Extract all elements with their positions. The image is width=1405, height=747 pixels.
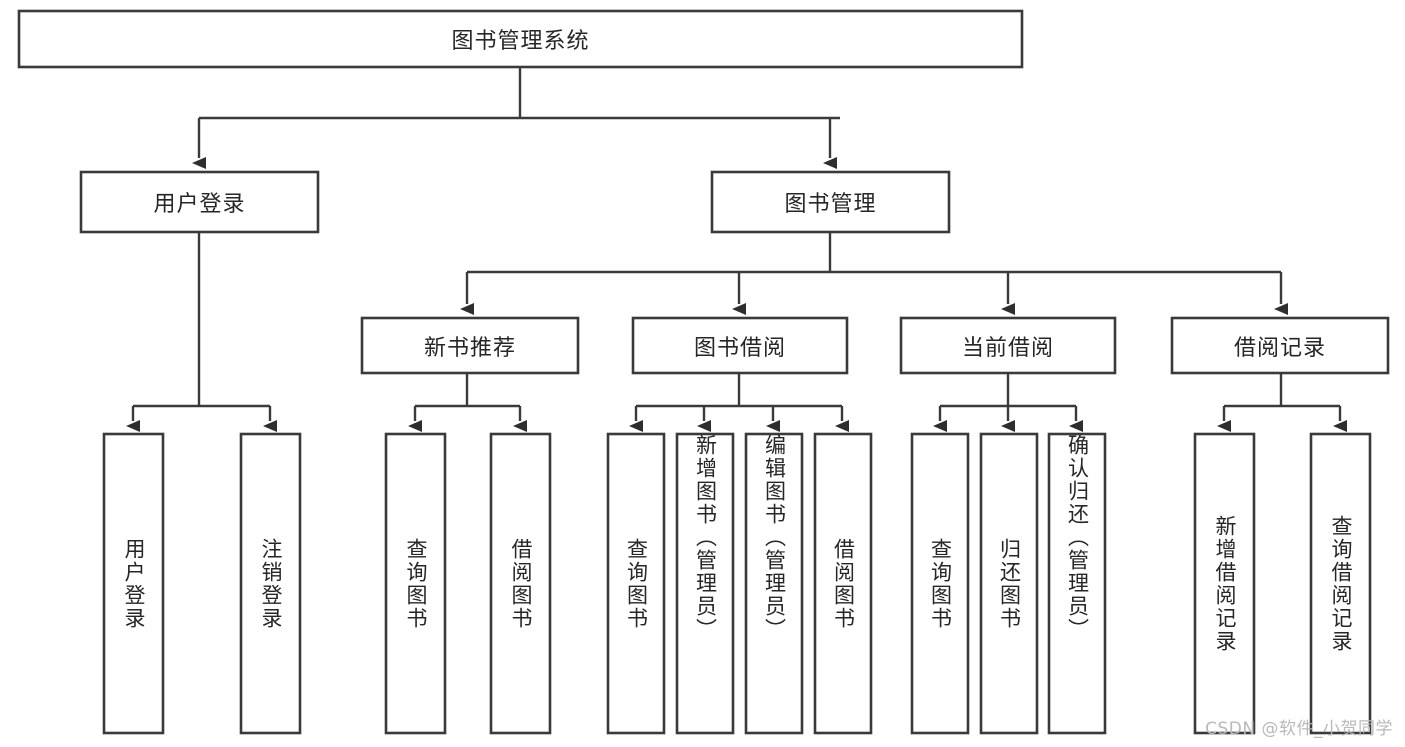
node-leaf-book-borrow-1[interactable]	[606, 432, 666, 735]
connector-group-new-book	[408, 373, 527, 432]
node-leaf-current-borrow-2[interactable]	[979, 432, 1039, 735]
node-leaf-current-borrow-1[interactable]	[910, 432, 970, 735]
connector-group-user-login	[126, 232, 277, 432]
node-leaf-new-book-2[interactable]	[489, 432, 552, 735]
node-current-borrow[interactable]	[899, 316, 1117, 375]
node-leaf-book-borrow-4[interactable]	[813, 432, 873, 735]
watermark-text: CSDN @软件_小贺同学	[1205, 719, 1393, 739]
node-leaf-borrow-record-2[interactable]	[1309, 432, 1372, 735]
connector-group-borrow-record	[1217, 373, 1347, 432]
node-book-management[interactable]	[710, 170, 951, 234]
node-leaf-current-borrow-3[interactable]	[1047, 432, 1107, 735]
node-new-book-recommend[interactable]	[360, 316, 580, 375]
node-book-borrow[interactable]	[631, 316, 849, 375]
node-leaf-user-login-1[interactable]	[102, 432, 165, 735]
node-user-login[interactable]	[79, 170, 320, 234]
node-root-book-management-system[interactable]	[17, 9, 1024, 69]
connector-group-root	[192, 67, 840, 169]
node-leaf-new-book-1[interactable]	[384, 432, 447, 735]
connector-group-current-borrow	[933, 373, 1083, 432]
node-leaf-book-borrow-3[interactable]	[744, 432, 804, 735]
node-leaf-borrow-record-1[interactable]	[1193, 432, 1256, 735]
node-borrow-record[interactable]	[1170, 316, 1390, 375]
connector-group-book-borrow	[629, 373, 849, 432]
connector-group-book-manage	[460, 232, 1288, 315]
node-leaf-book-borrow-2[interactable]	[675, 432, 735, 735]
node-leaf-user-login-2[interactable]	[239, 432, 302, 735]
